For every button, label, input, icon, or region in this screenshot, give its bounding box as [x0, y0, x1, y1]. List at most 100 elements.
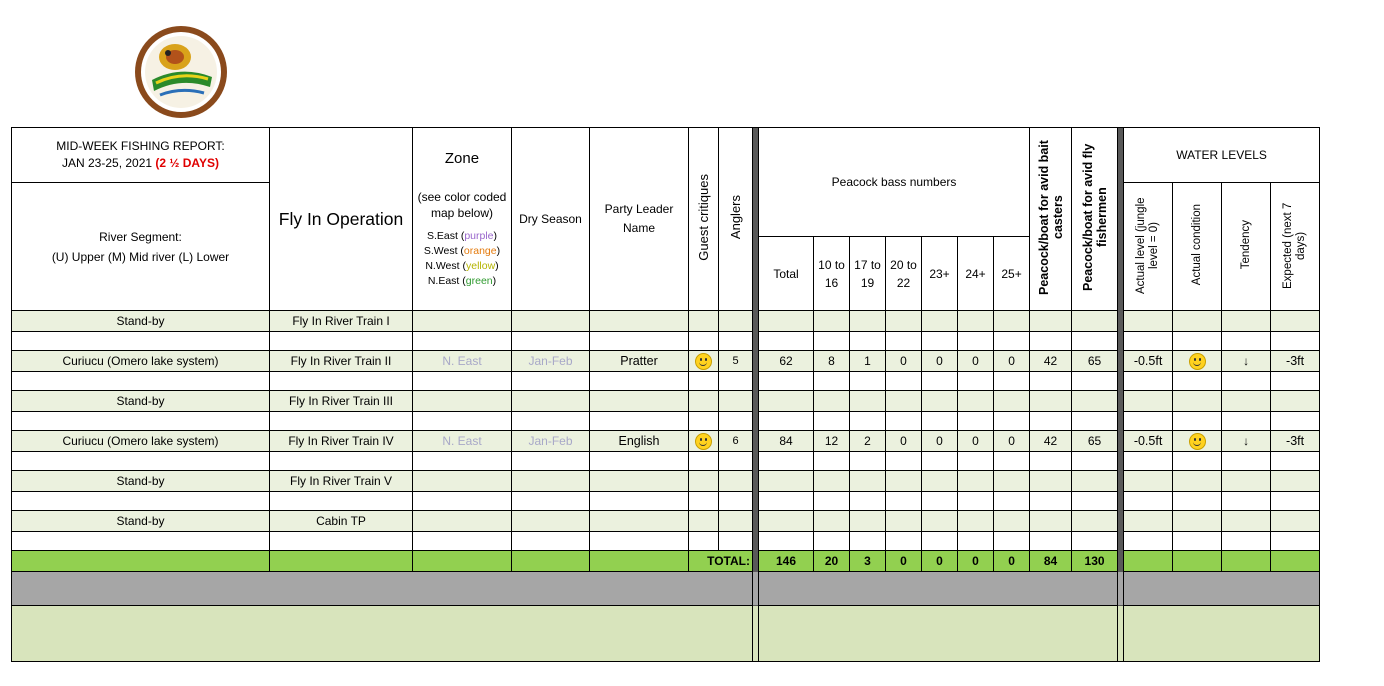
table-row: Curiucu (Omero lake system) Fly In River…: [11, 350, 1321, 372]
table-row: Stand-by Fly In River Train III: [11, 390, 1321, 412]
river-segment-title: River Segment:: [99, 229, 182, 244]
anglers-cell: 5: [718, 350, 753, 372]
river-segment-cell: Curiucu (Omero lake system): [11, 350, 270, 372]
col-23-plus-header: 23+: [921, 236, 958, 311]
river-segment-desc: (U) Upper (M) Mid river (L) Lower: [51, 249, 230, 264]
count-10-16-cell: 12: [813, 430, 850, 452]
smiley-icon: [695, 352, 712, 370]
river-plate-anglers-logo: [135, 26, 227, 118]
bait-casters-header: Peacock/boat for avid bait casters: [1029, 127, 1073, 311]
river-segment-cell: Stand-by: [11, 470, 270, 492]
table-row: Stand-by Fly In River Train I: [11, 310, 1321, 332]
col-10-16-header: 10 to 16: [813, 236, 850, 311]
total-23-plus-cell: 0: [921, 550, 958, 572]
total-25-plus-cell: 0: [992, 550, 1031, 572]
count-23-plus-cell: 0: [921, 350, 958, 372]
report-title-line2: JAN 23-25, 2021: [62, 156, 153, 170]
count-25-plus-cell: 0: [992, 430, 1031, 452]
zone-cell: N. East: [412, 350, 512, 372]
total-20-22-cell: 0: [885, 550, 922, 572]
water-actual-condition-header: Actual condition: [1172, 182, 1223, 311]
critique-cell: [688, 350, 719, 372]
total-sum-cell: 146: [758, 550, 814, 572]
zone-legend: S.East (purple) S.West (orange) N.West (…: [414, 229, 511, 289]
count-20-22-cell: 0: [885, 430, 922, 452]
count-17-19-cell: 1: [849, 350, 886, 372]
total-cell: 62: [758, 350, 814, 372]
count-25-plus-cell: 0: [992, 350, 1031, 372]
critique-cell: [688, 430, 719, 452]
col-20-22-header: 20 to 22: [885, 236, 922, 311]
season-cell: Jan-Feb: [511, 430, 590, 452]
operation-cell: Fly In River Train V: [269, 470, 413, 492]
col-24-plus-header: 24+: [957, 236, 994, 311]
fly-in-operation-header: Fly In Operation: [269, 127, 413, 311]
count-24-plus-cell: 0: [957, 430, 994, 452]
river-segment-cell: Stand-by: [11, 310, 270, 332]
smiley-icon: [1188, 352, 1206, 370]
river-segment-header: River Segment: (U) Upper (M) Mid river (…: [11, 182, 270, 311]
season-cell: Jan-Feb: [511, 350, 590, 372]
zone-legend-sw: S.West (orange): [423, 244, 501, 257]
leader-cell: English: [589, 430, 689, 452]
operation-cell: Fly In River Train IV: [269, 430, 413, 452]
water-level-cell: -0.5ft: [1123, 430, 1174, 452]
report-title-line1: MID-WEEK FISHING REPORT:: [56, 139, 225, 153]
count-20-22-cell: 0: [885, 350, 922, 372]
table-row: Stand-by Cabin TP: [11, 510, 1321, 532]
report-title: MID-WEEK FISHING REPORT: JAN 23-25, 2021…: [11, 127, 270, 183]
bait-cell: 42: [1029, 350, 1073, 372]
water-level-cell: -0.5ft: [1123, 350, 1174, 372]
table-row: Stand-by Fly In River Train V: [11, 470, 1321, 492]
zone-title: Zone: [444, 149, 480, 167]
gray-band: [10, 571, 1321, 606]
guest-critiques-header: Guest critiques: [688, 127, 719, 311]
count-17-19-cell: 2: [849, 430, 886, 452]
party-leader-header: Party Leader Name: [589, 127, 689, 311]
tendency-down-arrow-icon: ↓: [1221, 350, 1272, 372]
operation-cell: Fly In River Train II: [269, 350, 413, 372]
operation-cell: Fly In River Train I: [269, 310, 413, 332]
river-segment-cell: Curiucu (Omero lake system): [11, 430, 270, 452]
report-days: (2 ½ DAYS): [155, 156, 219, 170]
col-17-19-header: 17 to 19: [849, 236, 886, 311]
condition-cell: [1172, 350, 1223, 372]
zone-legend-se: S.East (purple): [426, 229, 498, 242]
total-bait-cell: 84: [1029, 550, 1073, 572]
col-25-plus-header: 25+: [992, 236, 1031, 311]
river-segment-cell: Stand-by: [11, 510, 270, 532]
count-23-plus-cell: 0: [921, 430, 958, 452]
total-cell: 84: [758, 430, 814, 452]
count-24-plus-cell: 0: [957, 350, 994, 372]
anglers-cell: 6: [718, 430, 753, 452]
smiley-icon: [1188, 432, 1206, 450]
water-actual-level-header: Actual level (jungle level = 0): [1123, 182, 1174, 311]
operation-cell: Fly In River Train III: [269, 390, 413, 412]
col-total-header: Total: [758, 236, 814, 311]
zone-cell: N. East: [412, 430, 512, 452]
total-24-plus-cell: 0: [957, 550, 994, 572]
water-levels-header: WATER LEVELS: [1123, 127, 1321, 183]
count-10-16-cell: 8: [813, 350, 850, 372]
totals-row: TOTAL: 146 20 3 0 0 0 0 84 130: [11, 550, 1321, 572]
expected-cell: -3ft: [1270, 430, 1321, 452]
leader-cell: Pratter: [589, 350, 689, 372]
peacock-numbers-header: Peacock bass numbers: [757, 127, 1031, 237]
expected-cell: -3ft: [1270, 350, 1321, 372]
condition-cell: [1172, 430, 1223, 452]
smiley-icon: [695, 432, 712, 450]
bait-cell: 42: [1029, 430, 1073, 452]
total-17-19-cell: 3: [849, 550, 886, 572]
total-10-16-cell: 20: [813, 550, 850, 572]
total-label: TOTAL:: [688, 550, 753, 572]
operation-cell: Cabin TP: [269, 510, 413, 532]
zone-legend-ne: N.East (green): [427, 274, 497, 287]
zone-subtitle: (see color coded map below): [417, 189, 507, 220]
fly-fishermen-header: Peacock/boat for avid fly fishermen: [1071, 127, 1119, 311]
footer-band: [10, 605, 1321, 662]
fishing-report-table: MID-WEEK FISHING REPORT: JAN 23-25, 2021…: [10, 127, 1321, 662]
water-expected-header: Expected (next 7 days): [1270, 182, 1321, 311]
fly-cell: 65: [1071, 430, 1119, 452]
tendency-down-arrow-icon: ↓: [1221, 430, 1272, 452]
water-tendency-header: Tendency: [1221, 182, 1272, 311]
